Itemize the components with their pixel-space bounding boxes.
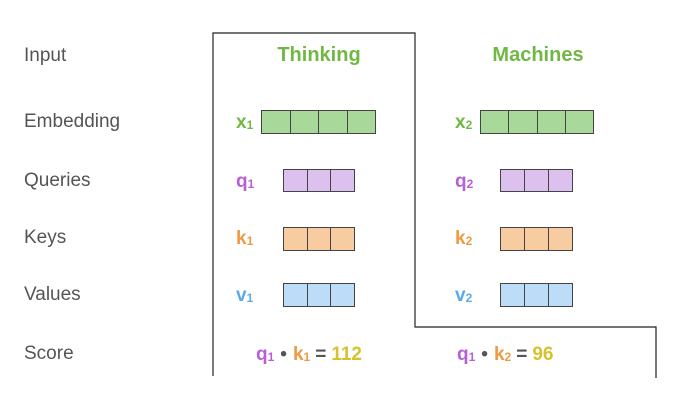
- vector-cell: [549, 228, 572, 250]
- score-value: 96: [532, 344, 554, 365]
- embedding-x1-label: x1: [236, 112, 254, 133]
- embedding-x1-vector: [261, 110, 376, 134]
- equals-symbol: =: [315, 344, 327, 365]
- score-thinking-thinking: q1•k1=112: [256, 344, 362, 366]
- equals-symbol: =: [516, 344, 528, 365]
- embedding-x2-vector: [480, 110, 594, 134]
- query-q2-vector: [500, 169, 573, 192]
- key-k2-vector: [500, 227, 573, 251]
- vector-cell: [284, 170, 308, 191]
- key-k1-label: k1: [236, 228, 254, 249]
- vector-cell: [565, 111, 593, 133]
- value-v2-label: v2: [455, 285, 473, 306]
- value-v1-vector: [283, 283, 355, 307]
- vector-cell: [525, 170, 549, 191]
- vector-cell: [331, 170, 355, 191]
- value-v2-vector: [500, 283, 573, 307]
- vector-cell: [501, 170, 525, 191]
- score-thinking-machines: q1•k2=96: [457, 344, 553, 366]
- row-label-values: Values: [24, 284, 81, 305]
- vector-cell: [307, 284, 332, 306]
- vector-cell: [481, 111, 510, 133]
- vector-cell: [331, 228, 355, 250]
- score-query-term: q1: [256, 344, 275, 365]
- dot-product-symbol: •: [280, 344, 287, 365]
- dot-product-symbol: •: [481, 344, 488, 365]
- score-key-term: k1: [292, 344, 311, 365]
- vector-cell: [284, 228, 308, 250]
- vector-cell: [307, 228, 332, 250]
- row-label-embedding: Embedding: [24, 111, 121, 132]
- vector-cell: [537, 111, 566, 133]
- vector-cell: [501, 284, 525, 306]
- input-word-machines: Machines: [492, 44, 584, 66]
- vector-cell: [319, 111, 348, 133]
- query-q1-vector: [283, 169, 355, 192]
- embedding-x2-label: x2: [455, 112, 473, 133]
- vector-cell: [501, 228, 525, 250]
- vector-cell: [284, 284, 308, 306]
- vector-cell: [525, 284, 549, 306]
- input-word-thinking: Thinking: [277, 44, 361, 66]
- vector-cell: [307, 170, 332, 191]
- vector-cell: [549, 284, 572, 306]
- vector-cell: [509, 111, 538, 133]
- vector-cell: [549, 170, 572, 191]
- value-v1-label: v1: [236, 285, 254, 306]
- vector-cell: [331, 284, 355, 306]
- vector-cell: [347, 111, 375, 133]
- row-label-input: Input: [24, 45, 67, 66]
- vector-cell: [290, 111, 319, 133]
- score-value: 112: [331, 344, 362, 365]
- query-q2-label: q2: [455, 171, 474, 192]
- score-query-term: q1: [457, 344, 476, 365]
- key-k1-vector: [283, 227, 355, 251]
- key-k2-label: k2: [455, 228, 473, 249]
- vector-cell: [262, 111, 291, 133]
- row-label-keys: Keys: [24, 227, 67, 248]
- query-q1-label: q1: [236, 171, 255, 192]
- row-label-queries: Queries: [24, 170, 91, 191]
- row-label-score: Score: [24, 343, 74, 364]
- vector-cell: [525, 228, 549, 250]
- score-key-term: k2: [493, 344, 512, 365]
